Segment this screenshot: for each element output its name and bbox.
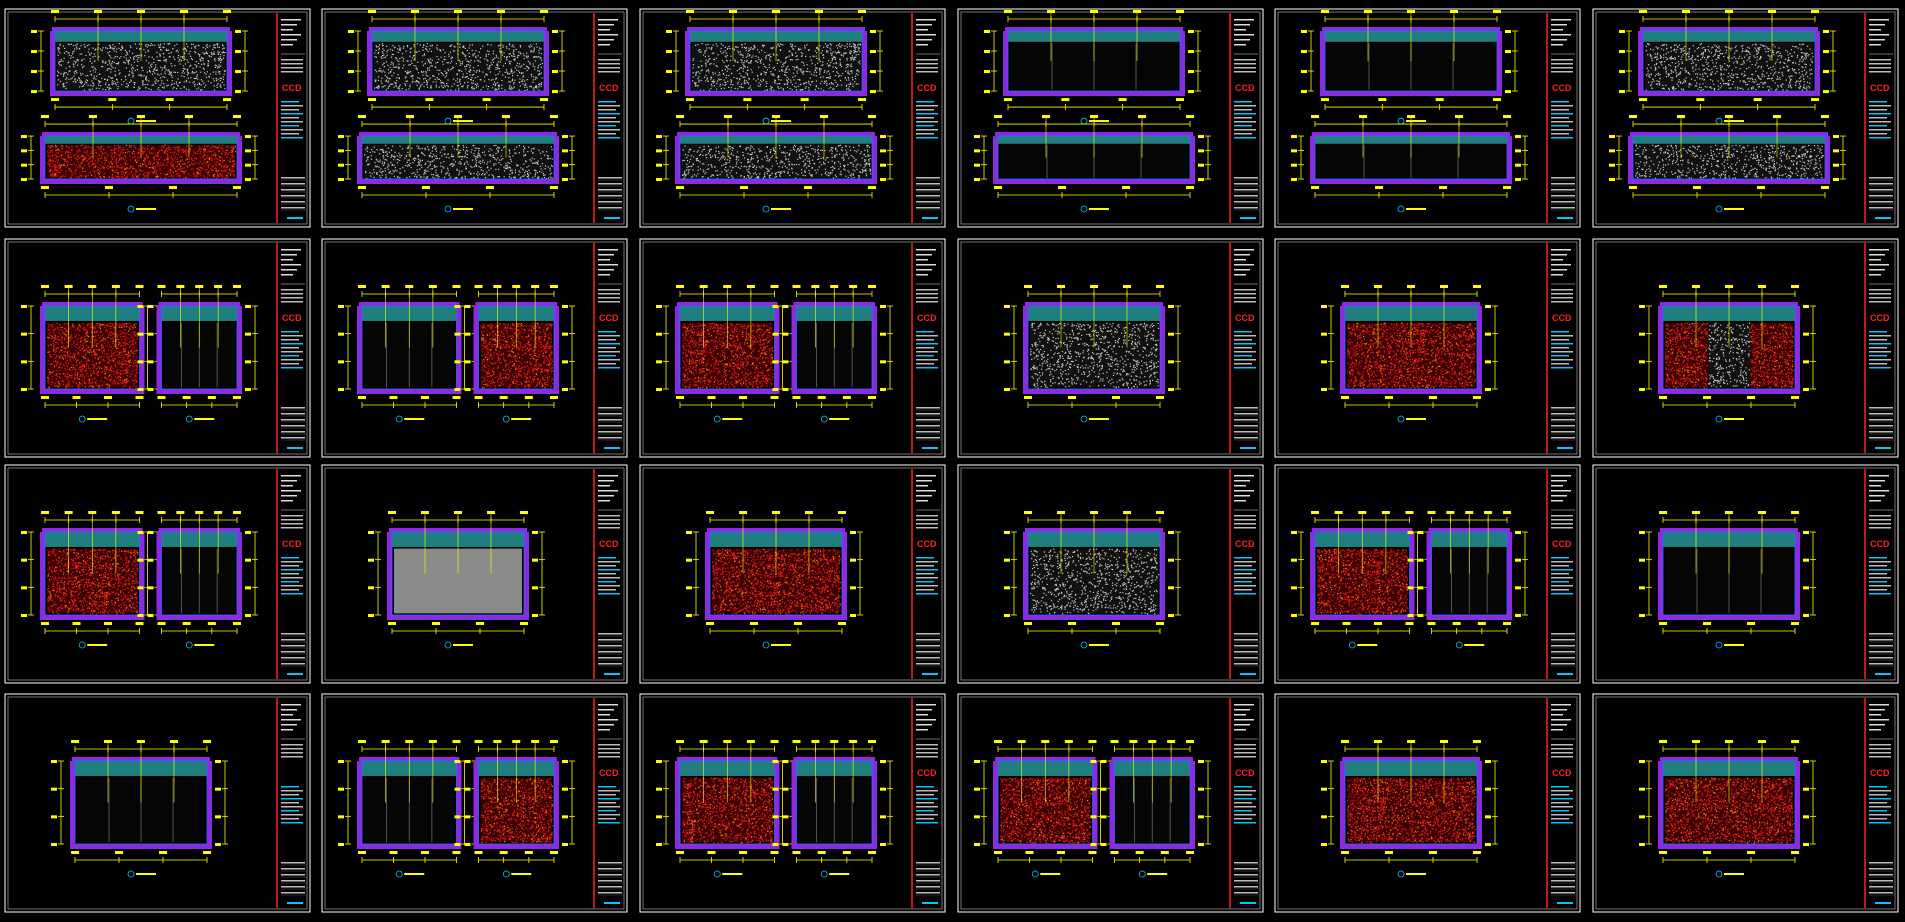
drawing-sheet[interactable]: CCD [321, 238, 628, 458]
drawing-sheet[interactable]: CCD [639, 464, 946, 684]
drawing-sheet[interactable]: CCD [1274, 8, 1581, 228]
drawing-sheet[interactable]: CCD [957, 693, 1264, 913]
drawing-sheet[interactable]: CCD [1592, 238, 1899, 458]
drawing-sheet[interactable]: CCD [4, 238, 311, 458]
drawing-sheet[interactable]: CCD [4, 464, 311, 684]
svg-text:CCD: CCD [599, 83, 619, 93]
drawing-sheet[interactable]: CCD [321, 693, 628, 913]
svg-text:CCD: CCD [917, 83, 937, 93]
drawing-sheet[interactable]: CCD [639, 8, 946, 228]
drawing-sheet[interactable]: CCD [321, 8, 628, 228]
drawing-sheet[interactable]: CCD [1274, 693, 1581, 913]
drawing-sheet[interactable] [4, 693, 311, 913]
drawing-sheet[interactable]: CCD [1592, 464, 1899, 684]
drawing-sheet[interactable]: CCD [957, 8, 1264, 228]
drawing-sheet[interactable]: CCD [1592, 8, 1899, 228]
drawing-sheet[interactable]: CCD [957, 238, 1264, 458]
drawing-sheet[interactable]: CCD [1592, 693, 1899, 913]
drawing-sheet[interactable]: CCD [957, 464, 1264, 684]
drawing-sheet[interactable]: CCD [1274, 238, 1581, 458]
svg-text:CCD: CCD [282, 83, 302, 93]
drawing-sheet[interactable]: CCD [321, 464, 628, 684]
drawing-sheet[interactable]: CCD [1274, 464, 1581, 684]
drawing-sheet[interactable]: CCD [4, 8, 311, 228]
drawing-sheet[interactable]: CCD [639, 693, 946, 913]
drawing-sheet[interactable]: CCD [639, 238, 946, 458]
